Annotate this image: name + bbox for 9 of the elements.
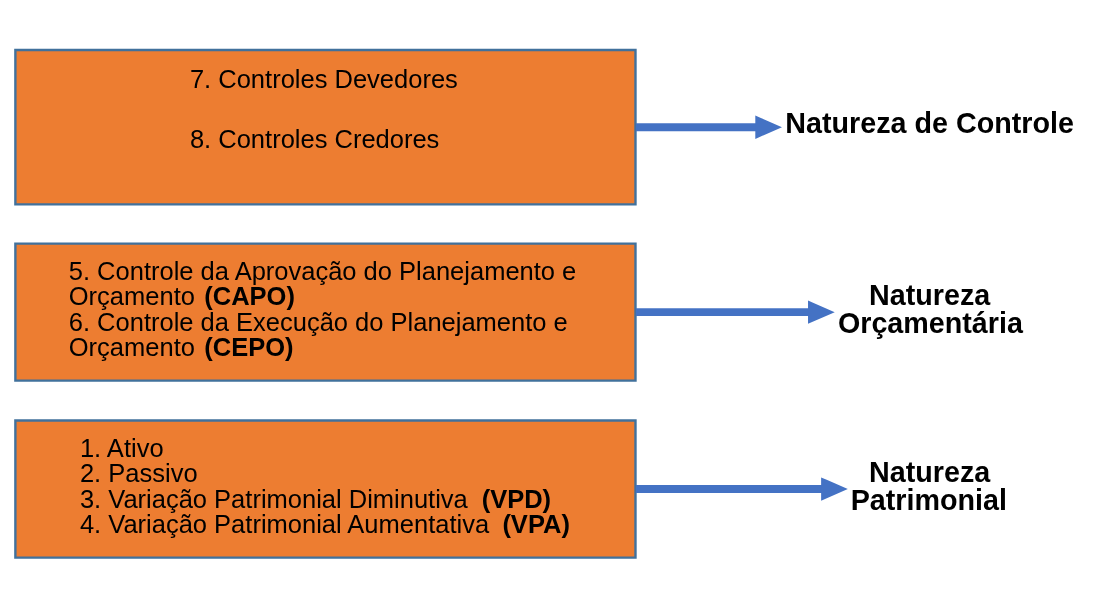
node-text: Natureza Orçamentária — [837, 278, 1023, 340]
node-text: Natureza de Controle — [785, 106, 1074, 139]
node-box: 5. Controle da Aprovação do Planejamento e Orçamento (CAPO) 6. Controle da Execução do Planejamento e Orçamento (CEPO) — [14, 242, 637, 382]
arrow — [635, 477, 848, 501]
node-box: 1. Ativo 2. Passivo 3. Variação Patrimonial Diminutiva (VPD) 4. Variação Patrimonial Aumentativa (VPA) — [14, 419, 637, 559]
node-box: 7. Controles Devedores 8. Controles Credores — [14, 48, 637, 206]
arrow — [635, 300, 835, 324]
arrow — [635, 115, 782, 139]
node-text: Natureza Patrimonial — [850, 455, 1007, 517]
